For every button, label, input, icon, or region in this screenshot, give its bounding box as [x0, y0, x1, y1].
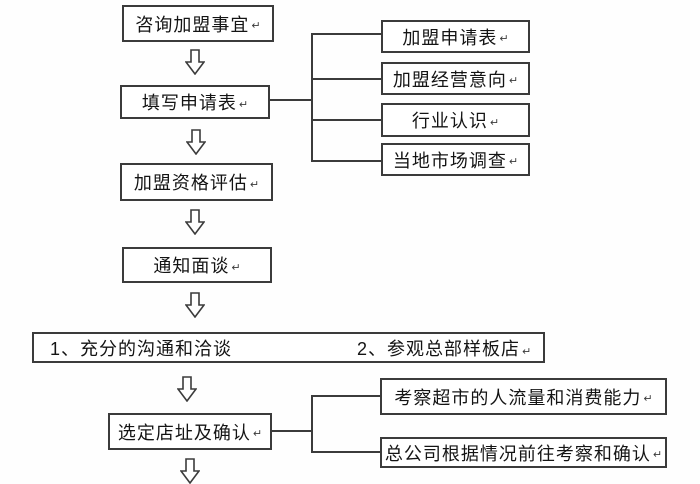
attachment-industry-knowledge-box: 行业认识↵ [381, 103, 530, 137]
connector-branch-survey [313, 160, 381, 162]
attachment-market-survey-label: 当地市场调查 [392, 150, 507, 171]
return-mark: ↵ [252, 428, 263, 440]
down-arrow-icon [180, 458, 200, 484]
step-fill-form-label: 填写申请表 [141, 93, 237, 113]
return-mark: ↵ [251, 20, 261, 32]
connector-form-trunk [311, 33, 313, 162]
step-site-box: 选定店址及确认↵ [108, 413, 272, 450]
return-mark: ↵ [508, 156, 519, 168]
inspection-traffic-box: 考察超市的人流量和消费能力↵ [380, 378, 667, 415]
return-mark: ↵ [508, 75, 519, 87]
down-arrow-icon [177, 376, 197, 402]
down-arrow-icon [185, 292, 205, 318]
attachment-business-intention-label: 加盟经营意向 [392, 69, 507, 90]
return-mark: ↵ [249, 178, 260, 191]
step-site-label: 选定店址及确认 [117, 422, 251, 443]
connector-site-trunk [311, 395, 313, 453]
inspection-hq-confirm-box: 总公司根据情况前往考察和确认↵ [380, 437, 667, 468]
communication-item-2: 2、参观总部样板店↵ [357, 338, 532, 359]
return-mark: ↵ [499, 33, 509, 45]
attachment-application-form-label: 加盟申请表 [402, 27, 498, 48]
connector-branch-traffic [313, 395, 380, 397]
step-qualification-label: 加盟资格评估 [133, 173, 248, 193]
return-mark: ↵ [238, 98, 249, 111]
communication-item-1: 1、充分的沟通和洽谈 [50, 338, 233, 359]
connector-branch-intention [313, 78, 381, 80]
step-fill-form-box: 填写申请表↵ [120, 85, 270, 119]
step-interview-box: 通知面谈↵ [122, 247, 272, 283]
connector-branch-application [313, 33, 381, 35]
step-consult-box: 咨询加盟事宜↵ [122, 5, 274, 42]
return-mark: ↵ [652, 449, 663, 461]
connector-branch-industry [313, 119, 381, 121]
step-interview-label: 通知面谈 [153, 256, 230, 276]
down-arrow-icon [185, 49, 205, 75]
return-mark: ↵ [489, 116, 500, 129]
return-mark: ↵ [231, 261, 241, 274]
step-communication-box: 1、充分的沟通和洽谈 2、参观总部样板店↵ [32, 332, 545, 363]
attachment-business-intention-box: 加盟经营意向↵ [381, 62, 530, 95]
return-mark: ↵ [522, 345, 532, 358]
down-arrow-icon [185, 209, 205, 235]
step-qualification-box: 加盟资格评估↵ [120, 163, 273, 201]
return-mark: ↵ [643, 393, 653, 405]
attachment-application-form-box: 加盟申请表↵ [381, 20, 530, 53]
inspection-hq-confirm-label: 总公司根据情况前往考察和确认 [384, 443, 651, 464]
connector-site-feed [272, 430, 313, 432]
inspection-traffic-label: 考察超市的人流量和消费能力 [394, 387, 642, 408]
step-consult-label: 咨询加盟事宜 [135, 14, 250, 35]
connector-branch-hq [313, 451, 380, 453]
attachment-industry-knowledge-label: 行业认识 [411, 111, 488, 131]
connector-fill-form-feed [270, 99, 313, 101]
attachment-market-survey-box: 当地市场调查↵ [381, 143, 530, 176]
down-arrow-icon [186, 129, 206, 155]
